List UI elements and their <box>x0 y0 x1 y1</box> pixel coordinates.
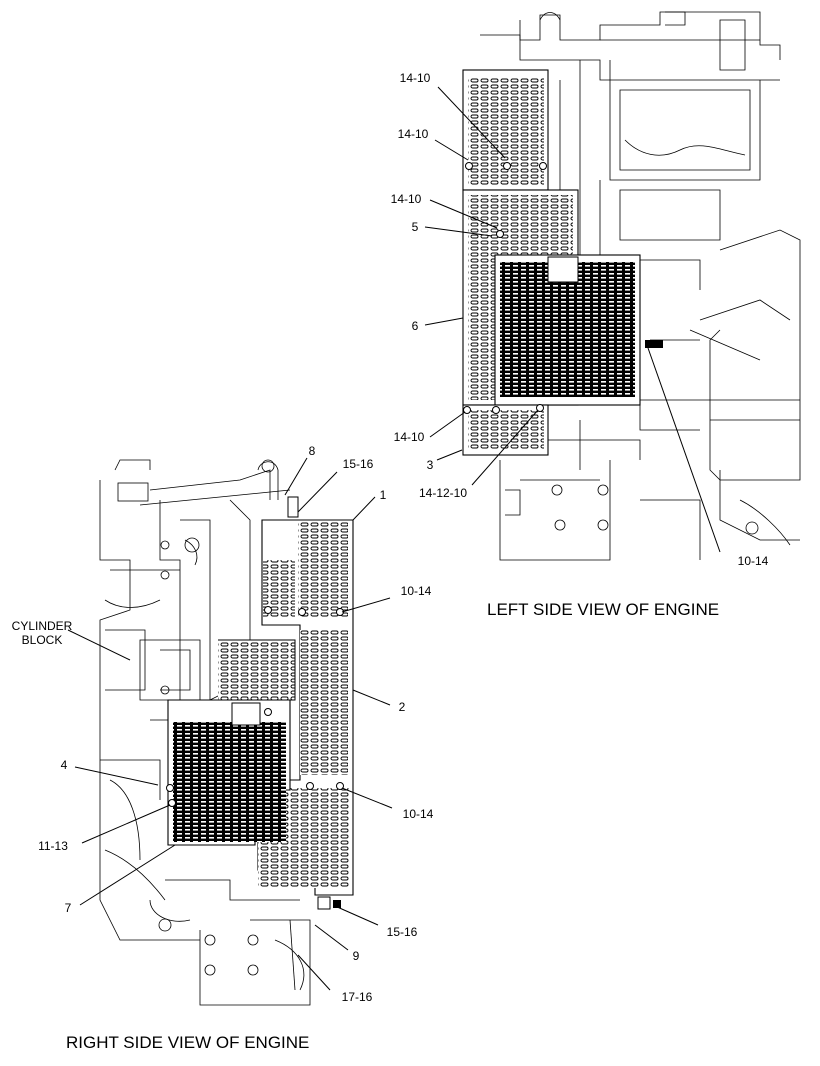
callout-label: 10-14 <box>403 807 434 821</box>
callout-label: 14-10 <box>400 71 431 85</box>
right-view-leader-lines <box>67 457 393 991</box>
callout-label: 15-16 <box>387 925 418 939</box>
left-side-view-drawing <box>462 11 801 561</box>
callout-label: 15-16 <box>343 457 374 471</box>
right-view-callouts: 8 15-16 1 10-14 CYLINDER BLOCK 2 4 10-14… <box>12 444 434 1004</box>
callout-label: 1 <box>380 488 387 502</box>
callout-label: 8 <box>309 444 316 458</box>
left-view-caption: LEFT SIDE VIEW OF ENGINE <box>487 600 719 619</box>
callout-label: 14-10 <box>398 127 429 141</box>
callout-label: 7 <box>65 901 72 915</box>
callout-label: 14-10 <box>394 430 425 444</box>
callout-label: 3 <box>427 458 434 472</box>
right-side-view-drawing <box>99 459 354 1006</box>
callout-label: 14-12-10 <box>419 486 467 500</box>
callout-label: 10-14 <box>401 584 432 598</box>
callout-label: BLOCK <box>22 633 63 647</box>
callout-label: 11-13 <box>38 839 68 853</box>
callout-label: 4 <box>61 758 68 772</box>
callout-label: 14-10 <box>391 192 422 206</box>
left-view-leader-lines <box>424 86 721 553</box>
callout-label: 2 <box>399 700 406 714</box>
left-view-callouts: 14-10 14-10 14-10 5 6 14-10 3 14-12-10 1… <box>391 71 769 568</box>
right-view-caption: RIGHT SIDE VIEW OF ENGINE <box>66 1033 309 1052</box>
callout-label: 5 <box>412 220 419 234</box>
callout-label: 6 <box>412 319 419 333</box>
callout-label: CYLINDER <box>12 619 73 633</box>
callout-label: 10-14 <box>738 554 769 568</box>
callout-label: 9 <box>353 949 360 963</box>
callout-label: 17-16 <box>342 990 373 1004</box>
